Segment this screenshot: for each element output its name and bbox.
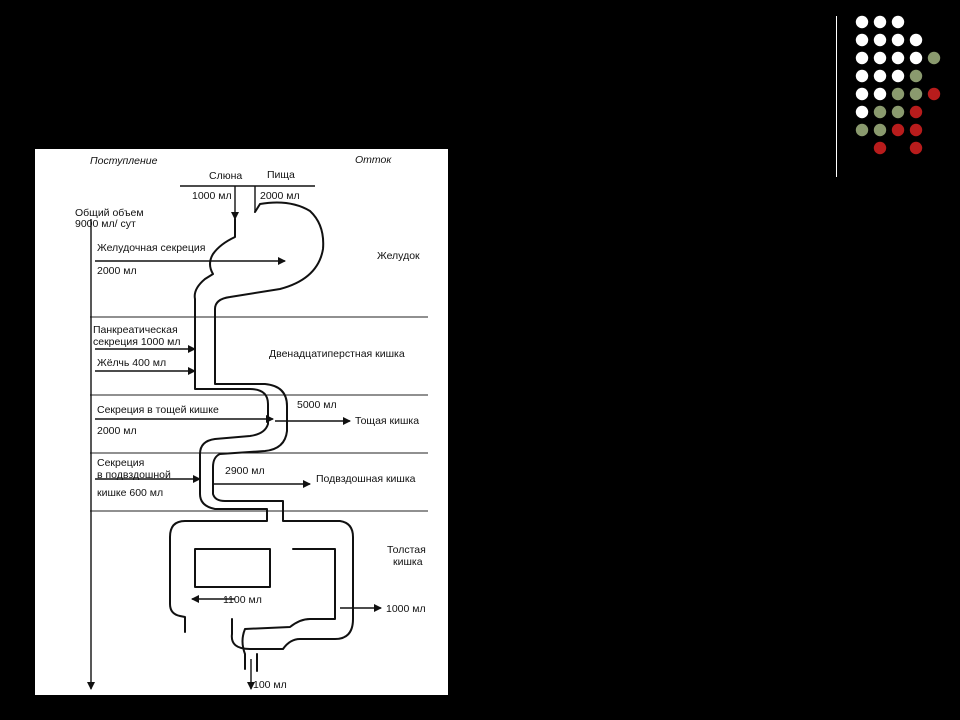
decor-dot	[927, 87, 941, 101]
ileum-outflow: 2900 мл	[225, 465, 265, 477]
pancreatic-line2: секреция 1000 мл	[93, 336, 180, 348]
decor-dot	[855, 33, 869, 47]
gi-tract-colon-lower	[241, 548, 336, 670]
pancreatic-line1: Панкреатическая	[93, 324, 178, 336]
decor-dot	[855, 15, 869, 29]
decorative-dot-grid	[855, 15, 941, 155]
colon-label-line2: кишка	[393, 556, 423, 568]
decor-dot	[855, 69, 869, 83]
excreted-amount: 100 мл	[253, 679, 287, 691]
gi-tract-colon-inner	[194, 548, 271, 588]
jejunum-label: Тощая кишка	[355, 415, 419, 427]
decor-dot	[909, 69, 923, 83]
decor-dot	[891, 105, 905, 119]
header-outflow: Отток	[355, 154, 392, 166]
food-label: Пища	[267, 169, 295, 181]
stomach-label: Желудок	[377, 250, 420, 262]
jejunal-secretion-amount: 2000 мл	[97, 425, 137, 437]
gi-tract-outer-wall-2	[212, 201, 354, 650]
decor-dot	[873, 105, 887, 119]
vertical-divider	[836, 16, 837, 177]
decor-dot	[855, 87, 869, 101]
jejunal-secretion-label: Секреция в тощей кишке	[97, 404, 219, 416]
decor-dot	[855, 51, 869, 65]
decor-dot	[855, 105, 869, 119]
decor-dot	[873, 33, 887, 47]
decor-dot	[873, 15, 887, 29]
jejunum-outflow: 5000 мл	[297, 399, 337, 411]
decor-dot	[909, 141, 923, 155]
decor-dot	[891, 15, 905, 29]
section-lines	[90, 316, 428, 512]
colon-label-line1: Толстая	[387, 544, 426, 556]
decor-dot	[855, 123, 869, 137]
decor-dot	[927, 51, 941, 65]
decor-dot	[909, 87, 923, 101]
decor-dot	[909, 123, 923, 137]
ileal-line3: кишке 600 мл	[97, 487, 163, 499]
decor-dot	[873, 123, 887, 137]
ileal-line1: Секреция	[97, 457, 144, 469]
decor-dot	[909, 51, 923, 65]
decor-dot	[873, 51, 887, 65]
saliva-label: Слюна	[209, 170, 242, 182]
total-volume-line2: 9000 мл/ сут	[75, 218, 136, 230]
duodenum-label: Двенадцатиперстная кишка	[269, 348, 405, 360]
decor-dot	[873, 141, 887, 155]
decor-dot	[909, 105, 923, 119]
digestive-fluid-diagram: Поступление Отток Слюна Пища 1000 мл 200…	[35, 149, 448, 695]
header-intake: Поступление	[90, 155, 158, 167]
decor-dot	[891, 87, 905, 101]
decor-dot	[873, 87, 887, 101]
colon-inflow: 1100 мл	[223, 594, 262, 606]
colon-outflow: 1000 мл	[386, 603, 426, 615]
gi-tract-outer-wall	[169, 218, 269, 633]
diagram-canvas: Поступление Отток Слюна Пища 1000 мл 200…	[75, 154, 428, 691]
gastric-secretion-label: Желудочная секреция	[97, 242, 205, 254]
total-volume-line1: Общий объем	[75, 207, 144, 219]
decor-dot	[891, 51, 905, 65]
decor-dot	[891, 33, 905, 47]
decor-dot	[873, 69, 887, 83]
food-amount: 2000 мл	[260, 190, 300, 202]
decor-dot	[891, 123, 905, 137]
bile-label: Жёлчь 400 мл	[97, 357, 166, 369]
ileum-label: Подвздошная кишка	[316, 473, 416, 485]
gastric-secretion-amount: 2000 мл	[97, 265, 137, 277]
decor-dot	[891, 69, 905, 83]
decor-dot	[909, 33, 923, 47]
saliva-amount: 1000 мл	[192, 190, 232, 202]
ileal-line2: в подвздошной	[97, 469, 171, 481]
gi-tract	[169, 201, 354, 672]
